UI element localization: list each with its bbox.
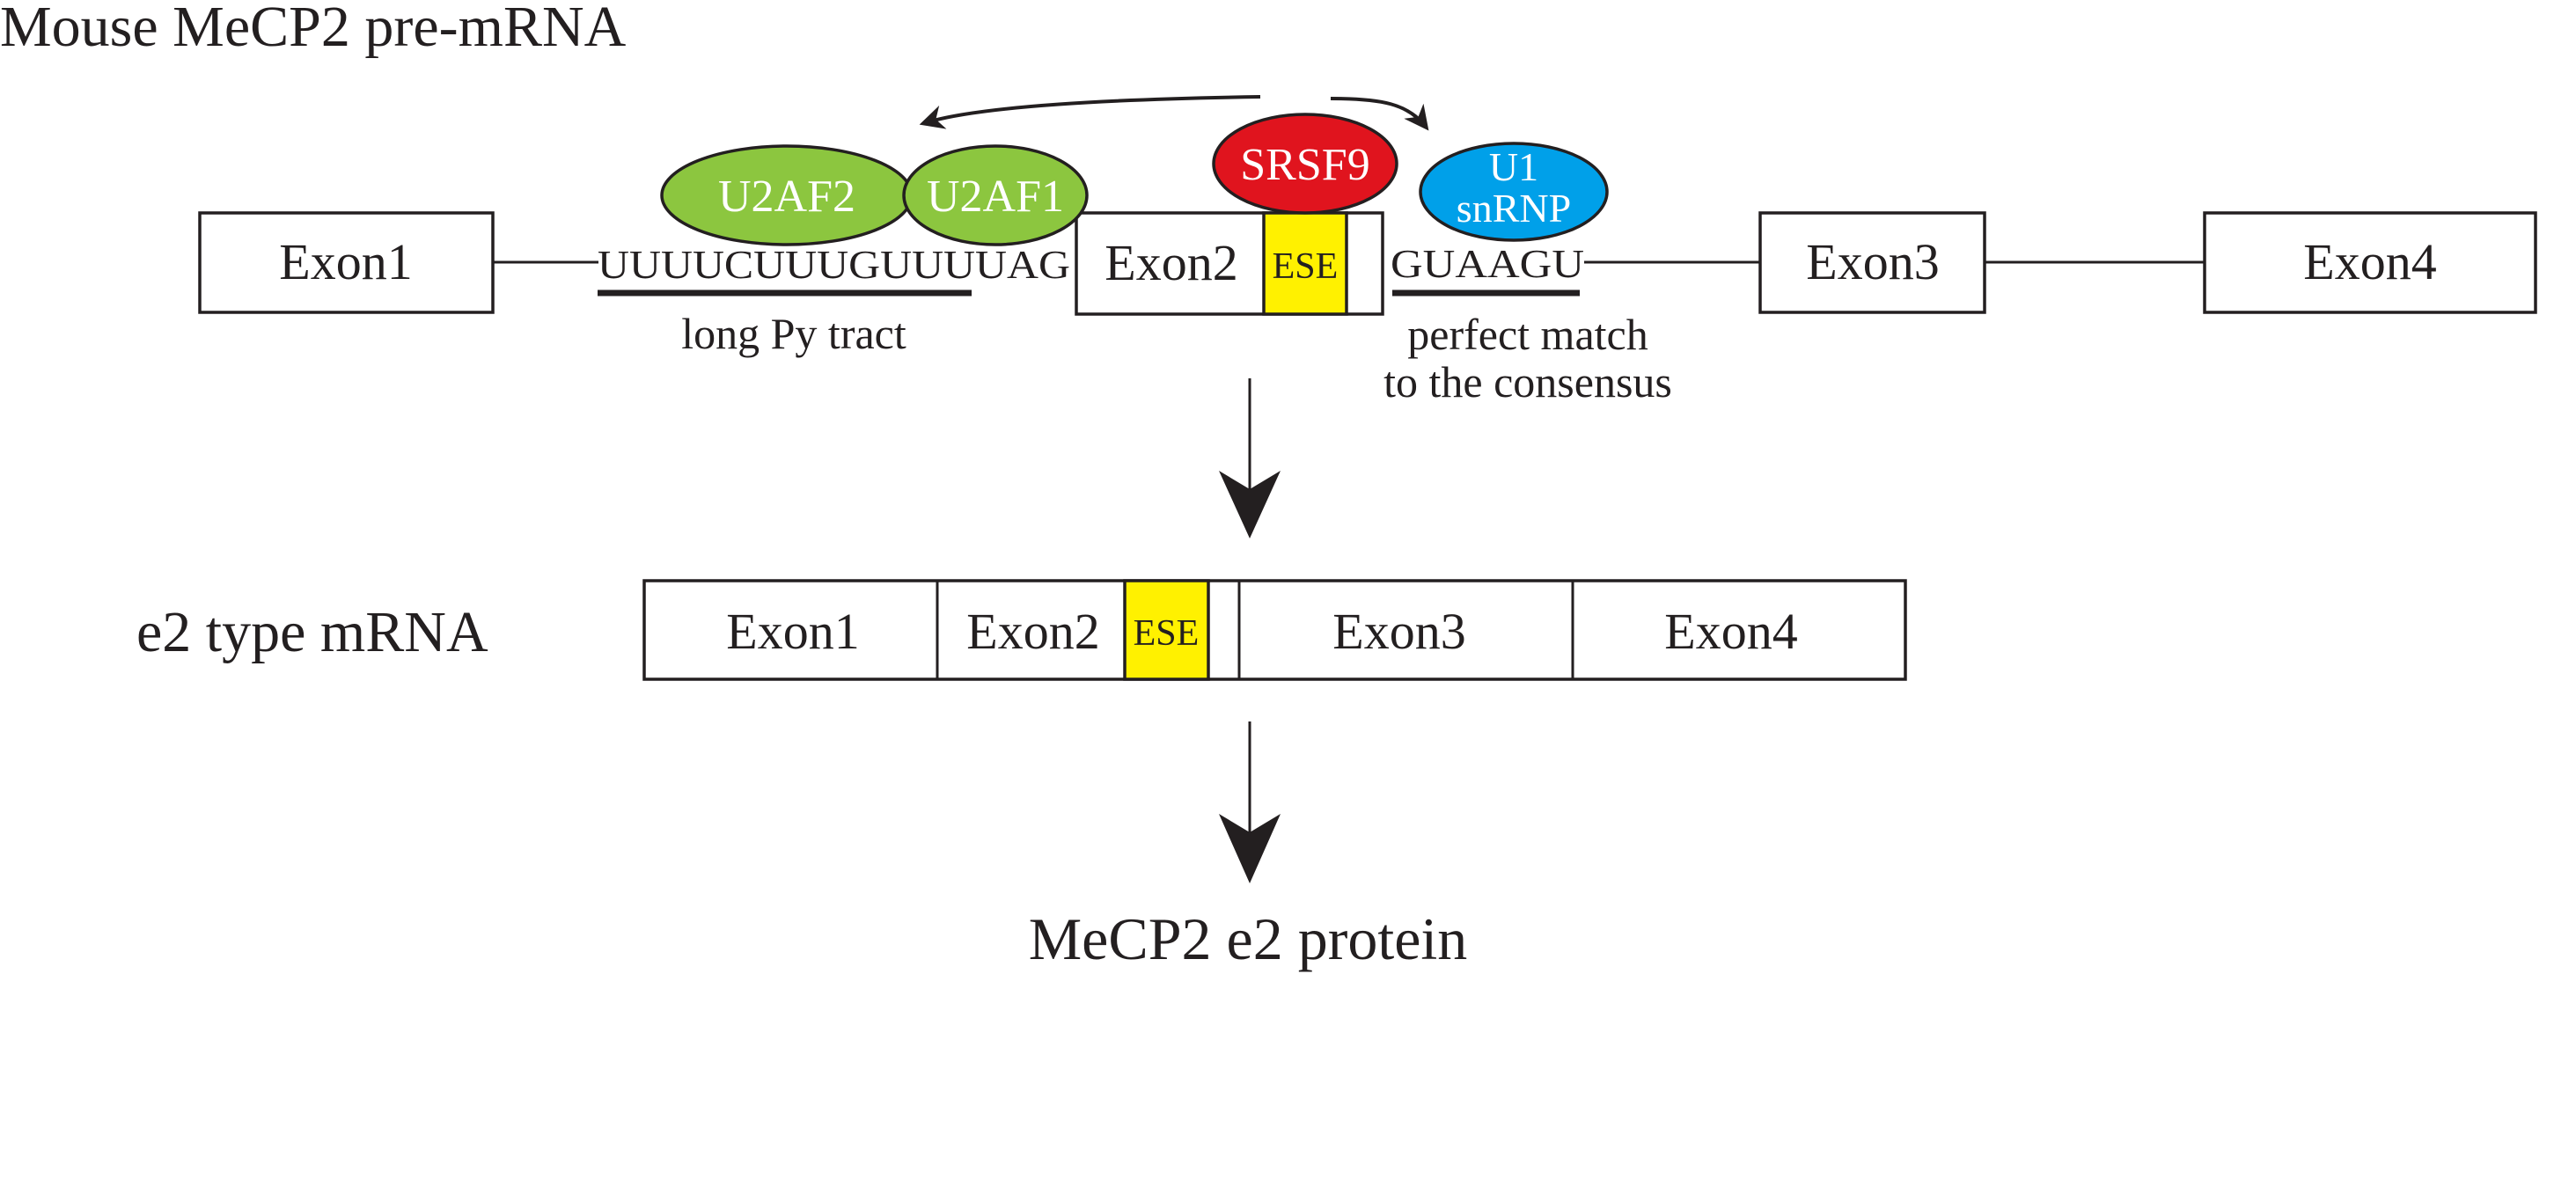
srsf9-to-u2af-arrow [919,95,1261,129]
splice-site-sequence: GUAAGU [1391,241,1584,286]
mrna-exon4-label: Exon4 [1664,603,1797,660]
pre-ese-label: ESE [1273,246,1339,287]
srsf9-label: SRSF9 [1240,140,1369,190]
pre-exon2-label: Exon2 [1105,234,1237,291]
mrna-label: e2 type mRNA [136,600,488,664]
mrna-exon1-label: Exon1 [726,603,859,660]
pre-exon3-box [1758,211,1986,314]
consensus-label-line2: to the consensus [1383,357,1672,406]
mrna-exon3-label: Exon3 [1332,603,1465,660]
u1-label-line1: U1 [1489,144,1538,189]
py-tract-sequence: UUUUCUUUGUUUUAG [598,242,1070,287]
down-arrow-1-head [1219,471,1281,538]
mrna-ese-label: ESE [1134,613,1200,654]
py-tract-label: long Py tract [681,309,906,358]
down-arrow-2-head [1219,814,1281,883]
mrna-exon2-label: Exon2 [966,603,1099,660]
u2af1-oval [902,144,1089,246]
pre-exon3-label: Exon3 [1806,233,1939,290]
protein-label: MeCP2 e2 protein [1029,905,1468,972]
diagram-title: Mouse MeCP2 pre-mRNA [0,0,627,59]
pre-exon4-box [2203,211,2537,314]
mrna-outer-box [642,579,1907,681]
u2af2-label: U2AF2 [718,172,855,222]
consensus-label-line1: perfect match [1407,310,1648,359]
u1-label-line2: snRNP [1457,186,1571,231]
u1-snrnp-oval [1419,142,1609,242]
pre-exon4-label: Exon4 [2303,233,2436,290]
u2af1-label: U2AF1 [927,172,1064,222]
mrna-ese-box [1123,579,1210,681]
pre-exon1-box [198,211,495,314]
srsf9-to-u1-arrow [1330,97,1429,131]
srsf9-oval [1212,113,1398,215]
pre-exon1-label: Exon1 [279,233,412,290]
